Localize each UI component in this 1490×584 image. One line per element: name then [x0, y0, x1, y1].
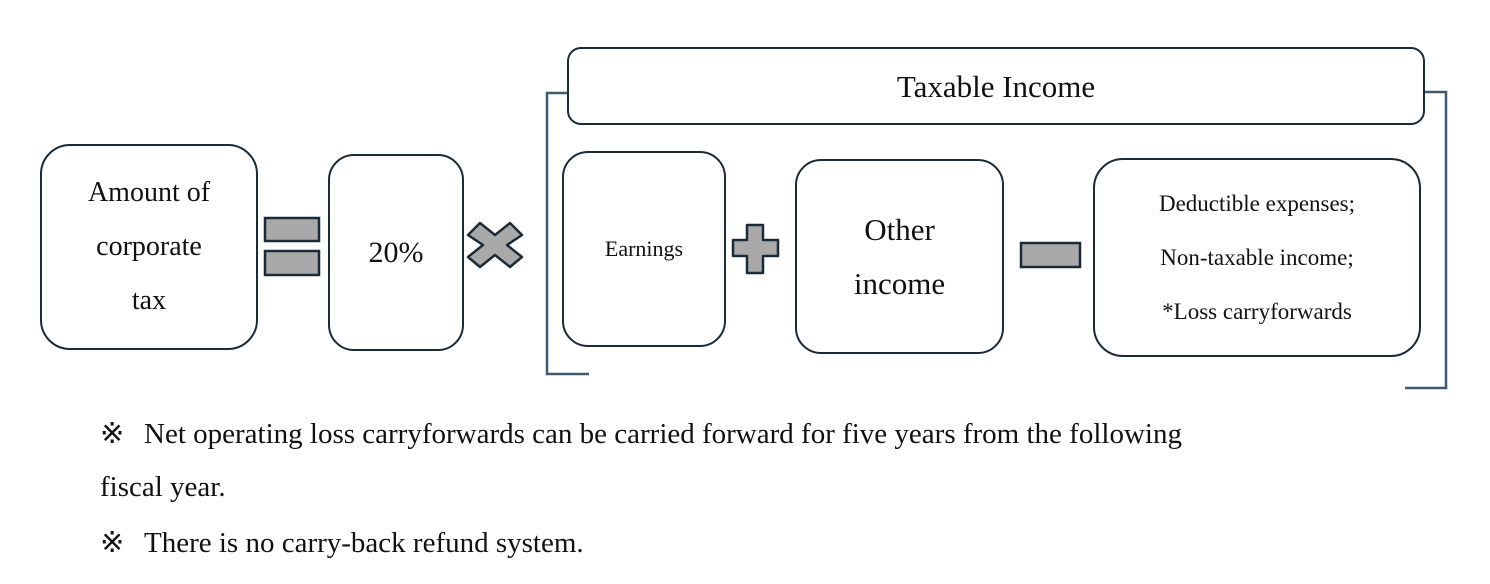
minus-icon — [1019, 241, 1082, 269]
taxable-income-bracket — [545, 90, 1448, 390]
deduction-line-3: *Loss carryforwards — [1162, 298, 1352, 324]
taxable-income-title-box: Taxable Income — [567, 47, 1425, 125]
note-carryforward-text: Net operating loss carryforwards can be … — [144, 418, 1182, 450]
corporate-tax-box: Amount of corporate tax — [40, 144, 258, 350]
deduction-line-1: Deductible expenses; — [1158, 190, 1356, 216]
multiply-icon — [466, 221, 524, 269]
deductions-box: Deductible expenses; Non-taxable income;… — [1093, 158, 1421, 357]
corporate-tax-line-3: tax — [131, 285, 167, 316]
tax-rate-label: 20% — [368, 235, 424, 269]
corporate-tax-line-2: corporate — [96, 231, 202, 262]
note-carryforward-text-cont: fiscal year. — [100, 471, 226, 503]
earnings-box: Earnings — [562, 151, 726, 347]
note-carryback-text: There is no carry-back refund system. — [144, 527, 584, 559]
other-income-line-2: income — [853, 265, 946, 301]
other-income-line-1: Other — [864, 211, 935, 247]
earnings-label: Earnings — [604, 236, 684, 261]
other-income-box: Other income — [795, 159, 1004, 354]
note-carryforward-line-1: ※ Net operating loss carryforwards can be… — [100, 416, 1182, 451]
note-mark-icon: ※ — [100, 418, 125, 450]
taxable-income-title: Taxable Income — [896, 69, 1096, 104]
note-carryforward-line-2: fiscal year. — [100, 471, 226, 504]
tax-rate-box: 20% — [328, 154, 464, 351]
equals-icon — [263, 216, 321, 277]
plus-icon — [731, 223, 780, 275]
note-carryback: ※ There is no carry-back refund system. — [100, 525, 584, 560]
corporate-tax-line-1: Amount of — [87, 177, 211, 208]
note-mark-icon: ※ — [100, 527, 125, 559]
deduction-line-2: Non-taxable income; — [1160, 244, 1354, 270]
